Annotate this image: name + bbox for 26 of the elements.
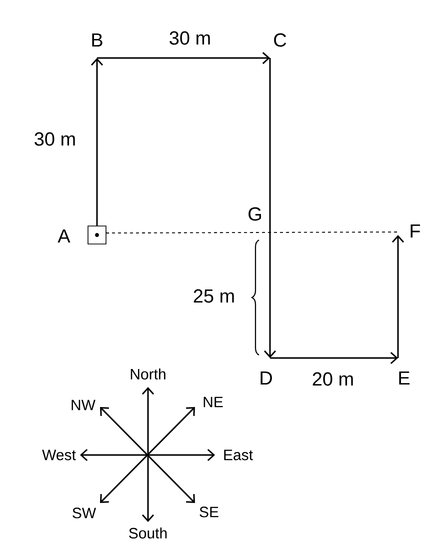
point-label: E <box>399 371 410 385</box>
compass-label: SW <box>72 508 96 518</box>
compass-label: SE <box>200 506 218 518</box>
compass-label: South <box>129 528 167 538</box>
dashed-line <box>106 232 398 234</box>
arrow <box>97 52 270 64</box>
point-label: G <box>248 207 261 221</box>
point-label: B <box>92 33 102 47</box>
arrow <box>264 58 276 358</box>
point-label: F <box>410 224 420 238</box>
edge-label: 30 m <box>168 30 212 46</box>
point-label: A <box>58 229 70 243</box>
dimension-label: 25 m <box>194 289 234 303</box>
point-label: C <box>274 33 286 47</box>
compass-label: NE <box>204 396 223 408</box>
compass-label: East <box>224 450 253 460</box>
point-label: D <box>260 371 272 385</box>
compass-label: West <box>42 450 76 460</box>
square-marker <box>88 226 106 244</box>
compass-label: NW <box>72 400 96 410</box>
arrow <box>270 352 398 364</box>
edge-label: 20 m <box>310 371 356 387</box>
edge-label: 30 m <box>32 131 78 147</box>
arrow <box>90 58 104 226</box>
compass-label: North <box>130 368 166 380</box>
arrow <box>392 235 404 358</box>
